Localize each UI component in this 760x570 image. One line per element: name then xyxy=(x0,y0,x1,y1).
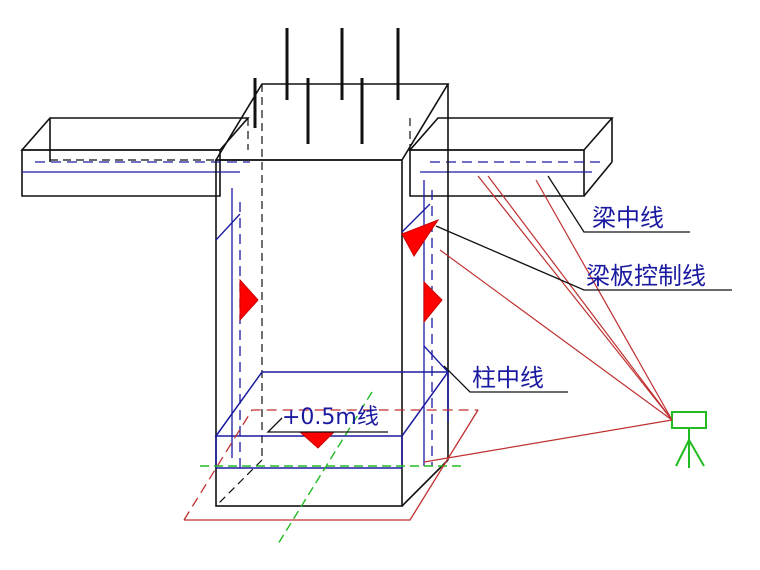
beam-center-line-label: 梁中线 xyxy=(592,204,664,232)
marker-right-upper xyxy=(401,218,440,257)
column-hidden-lines xyxy=(215,84,411,507)
rebar-bars xyxy=(253,28,400,144)
marker-elevation xyxy=(298,431,336,449)
beam-slab-control-line-label: 梁板控制线 xyxy=(586,262,706,290)
column-center-line-label: 柱中线 xyxy=(472,364,544,392)
level-instrument-icon xyxy=(671,411,707,468)
right-beam xyxy=(408,117,614,197)
green-axis-lines xyxy=(200,391,464,545)
sight-lines xyxy=(423,175,673,463)
elevation-mark-label: +0.5m线 xyxy=(282,405,379,430)
right-beam-center-line xyxy=(420,161,600,173)
left-beam xyxy=(20,117,250,197)
base-outline xyxy=(183,409,479,521)
left-beam-center-line xyxy=(22,161,250,173)
marker-left-column xyxy=(239,278,259,322)
marker-right-column xyxy=(423,280,443,324)
red-triangle-markers xyxy=(239,218,443,449)
elevation-box xyxy=(214,371,450,469)
leader-lines xyxy=(266,175,732,433)
